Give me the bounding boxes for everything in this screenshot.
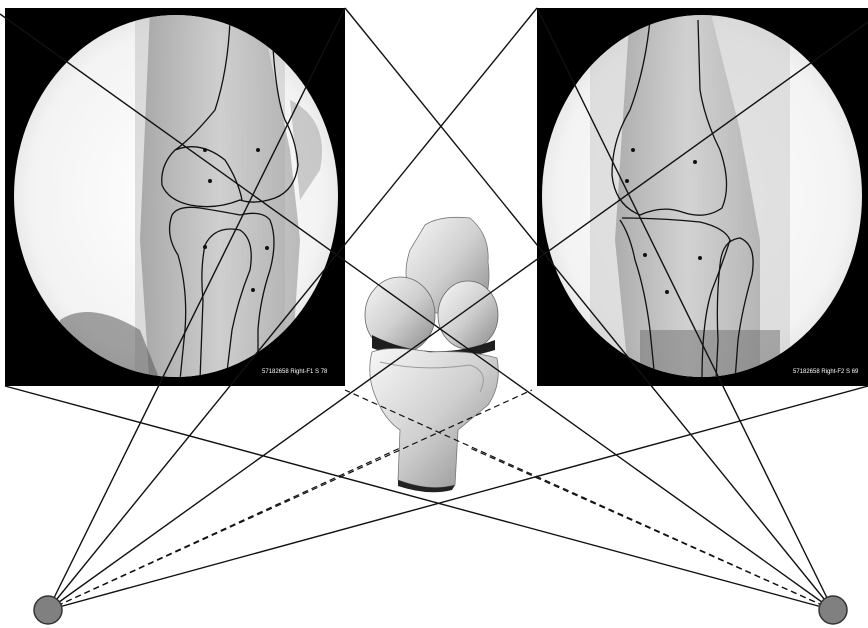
3d-knee-bone-model	[365, 217, 498, 492]
right-panel-label: 57182658 Right-F2 S 69	[793, 369, 859, 375]
left-panel-label: 57182658 Right-F1 S 78	[262, 369, 328, 375]
left-xray-source	[34, 596, 62, 624]
left-xray-panel: 57182658 Right-F1 S 78	[5, 8, 345, 390]
right-xray-source	[819, 596, 847, 624]
right-xray-panel: 57182658 Right-F2 S 69	[537, 8, 868, 390]
